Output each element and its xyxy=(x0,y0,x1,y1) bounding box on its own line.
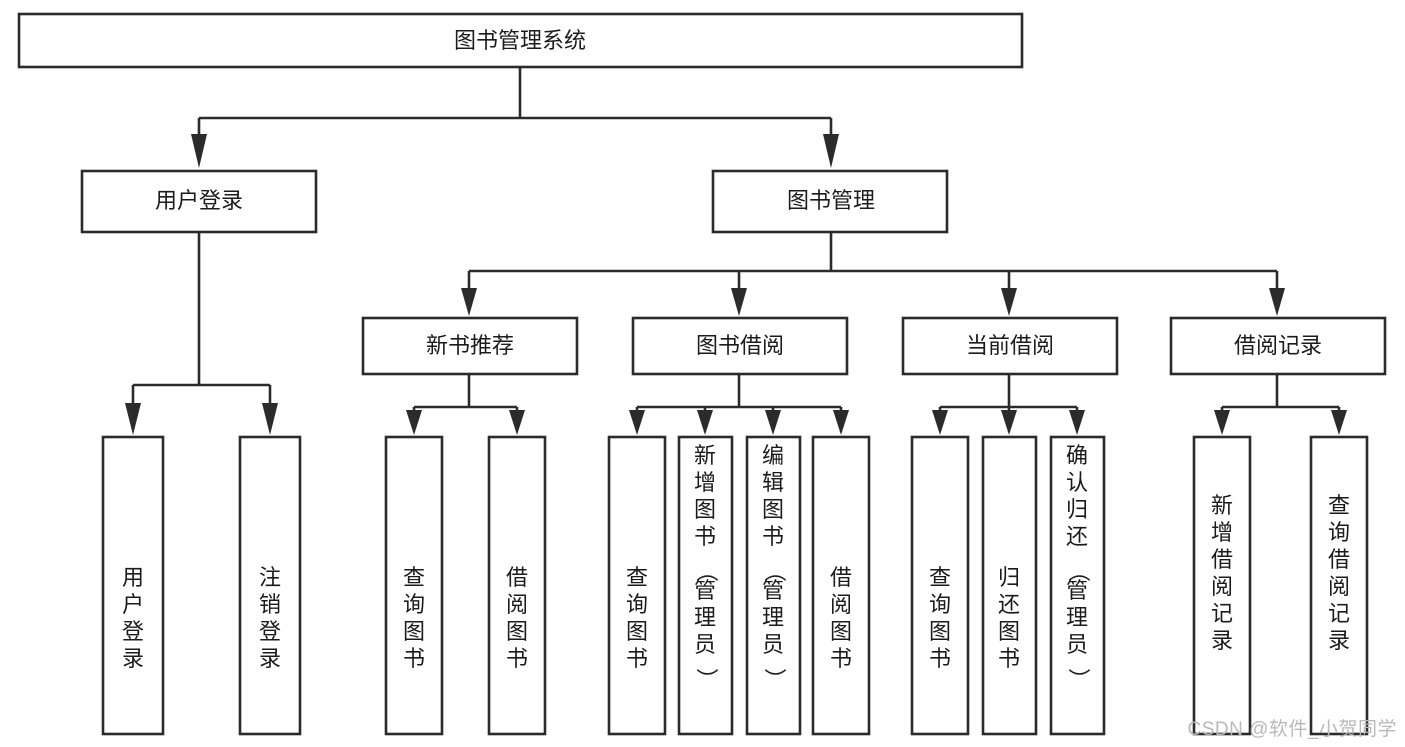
node-leaf-borrow-book-2-label: 借阅图书 xyxy=(830,565,852,671)
vertical-bracket-glyph: （ xyxy=(762,560,787,582)
arrow-head-leaf-add-record xyxy=(1214,410,1230,435)
node-borrow-record-box[interactable] xyxy=(1169,316,1387,376)
node-leaf-query-book-3[interactable]: 查询图书 xyxy=(910,435,970,736)
node-leaf-add-book-box[interactable] xyxy=(677,435,734,736)
arrow-head-new-book-recommend xyxy=(461,288,477,316)
node-leaf-borrow-book-2-box[interactable] xyxy=(811,435,871,736)
node-leaf-borrow-book-1-box[interactable] xyxy=(487,435,547,736)
node-leaf-user-login[interactable]: 用户登录 xyxy=(101,435,165,736)
node-book-borrow-box[interactable] xyxy=(631,316,849,376)
node-leaf-query-record-label: 查询借阅记录 xyxy=(1328,493,1350,653)
arrow-head-book-borrow xyxy=(731,288,747,316)
node-leaf-query-book-1-box[interactable] xyxy=(384,435,444,736)
node-current-borrow-box[interactable] xyxy=(901,316,1119,376)
node-leaf-add-record-label: 新增借阅记录 xyxy=(1211,493,1233,653)
node-leaf-logout-login-box[interactable] xyxy=(238,435,302,736)
vertical-bracket-glyph: （ xyxy=(1066,560,1091,582)
node-leaf-user-login-label: 用户登录 xyxy=(122,565,144,671)
node-leaf-confirm-return-box[interactable] xyxy=(1049,435,1106,736)
node-root-label: 图书管理系统 xyxy=(454,28,586,53)
arrow-head-leaf-query-book-1 xyxy=(406,410,422,435)
node-leaf-query-book-1[interactable]: 查询图书 xyxy=(384,435,444,736)
node-new-book-recommend-label: 新书推荐 xyxy=(426,333,514,358)
node-leaf-query-book-2-box[interactable] xyxy=(607,435,667,736)
arrow-head-leaf-borrow-book-1 xyxy=(509,410,525,435)
node-leaf-return-book-box[interactable] xyxy=(981,435,1038,736)
arrow-head-leaf-query-book-2 xyxy=(629,410,645,435)
arrow-head-book-manage xyxy=(823,134,839,168)
node-user-login[interactable]: 用户登录 xyxy=(80,169,318,234)
node-current-borrow[interactable]: 当前借阅 xyxy=(901,316,1119,376)
node-leaf-query-book-3-box[interactable] xyxy=(910,435,970,736)
arrow-head-current-borrow xyxy=(1001,288,1017,316)
node-book-manage-box[interactable] xyxy=(711,169,949,234)
arrow-head-leaf-query-record xyxy=(1331,410,1347,435)
node-leaf-user-login-box[interactable] xyxy=(101,435,165,736)
arrow-head-leaf-confirm-return xyxy=(1069,410,1085,435)
arrow-head-leaf-logout-login xyxy=(262,403,278,435)
arrow-head-leaf-edit-book xyxy=(765,410,781,435)
node-leaf-confirm-return-label: 确认归还管理员 xyxy=(1066,443,1088,657)
arrow-head-borrow-record xyxy=(1269,288,1285,316)
arrow-head-leaf-user-login xyxy=(125,403,141,435)
node-user-login-label: 用户登录 xyxy=(155,188,243,213)
node-root-box[interactable] xyxy=(17,12,1024,69)
leaf-layer: 用户登录 注销登录 查询图书 借阅图书 查询图书 新增图书管理员 （ xyxy=(101,435,1369,736)
vertical-bracket-glyph: （ xyxy=(694,560,719,582)
vertical-bracket-glyph: ） xyxy=(694,668,719,690)
node-user-login-box[interactable] xyxy=(80,169,318,234)
node-new-book-recommend[interactable]: 新书推荐 xyxy=(361,316,579,376)
node-leaf-add-book[interactable]: 新增图书管理员 （ ） xyxy=(677,435,734,736)
node-book-borrow[interactable]: 图书借阅 xyxy=(631,316,849,376)
vertical-bracket-glyph: ） xyxy=(762,668,787,690)
node-new-book-recommend-box[interactable] xyxy=(361,316,579,376)
node-book-borrow-label: 图书借阅 xyxy=(696,333,784,358)
node-leaf-return-book[interactable]: 归还图书 xyxy=(981,435,1038,736)
vertical-bracket-glyph: ） xyxy=(1066,668,1091,690)
node-leaf-query-book-3-label: 查询图书 xyxy=(929,565,951,671)
node-leaf-edit-book[interactable]: 编辑图书管理员 （ ） xyxy=(745,435,802,736)
node-leaf-edit-book-label: 编辑图书管理员 xyxy=(762,443,784,657)
node-leaf-edit-book-box[interactable] xyxy=(745,435,802,736)
node-leaf-query-book-1-label: 查询图书 xyxy=(403,565,425,671)
node-book-manage-label: 图书管理 xyxy=(787,188,875,213)
node-leaf-return-book-label: 归还图书 xyxy=(998,565,1020,671)
node-leaf-logout-login-label: 注销登录 xyxy=(259,565,281,671)
arrow-head-user-login xyxy=(191,134,207,168)
node-leaf-borrow-book-1-label: 借阅图书 xyxy=(506,565,528,671)
node-leaf-query-record[interactable]: 查询借阅记录 xyxy=(1309,435,1369,736)
node-leaf-logout-login[interactable]: 注销登录 xyxy=(238,435,302,736)
arrow-head-leaf-borrow-book-2 xyxy=(833,410,849,435)
node-book-manage[interactable]: 图书管理 xyxy=(711,169,949,234)
arrow-head-leaf-return-book xyxy=(1001,410,1017,435)
node-leaf-confirm-return[interactable]: 确认归还管理员 （ ） xyxy=(1049,435,1106,736)
node-leaf-add-book-label: 新增图书管理员 xyxy=(694,443,716,657)
node-borrow-record-label: 借阅记录 xyxy=(1234,333,1322,358)
node-current-borrow-label: 当前借阅 xyxy=(966,333,1054,358)
node-leaf-add-record-box[interactable] xyxy=(1192,435,1252,736)
arrow-head-leaf-query-book-3 xyxy=(932,410,948,435)
connector-layer xyxy=(125,67,1347,435)
node-leaf-add-record[interactable]: 新增借阅记录 xyxy=(1192,435,1252,736)
node-leaf-borrow-book-2[interactable]: 借阅图书 xyxy=(811,435,871,736)
node-borrow-record[interactable]: 借阅记录 xyxy=(1169,316,1387,376)
csdn-watermark: CSDN @软件_小贺同学 xyxy=(1187,719,1397,740)
node-leaf-query-book-2[interactable]: 查询图书 xyxy=(607,435,667,736)
node-leaf-query-book-2-label: 查询图书 xyxy=(626,565,648,671)
arrow-head-leaf-add-book xyxy=(697,410,713,435)
node-leaf-borrow-book-1[interactable]: 借阅图书 xyxy=(487,435,547,736)
node-leaf-query-record-box[interactable] xyxy=(1309,435,1369,736)
node-root[interactable]: 图书管理系统 xyxy=(17,12,1024,69)
